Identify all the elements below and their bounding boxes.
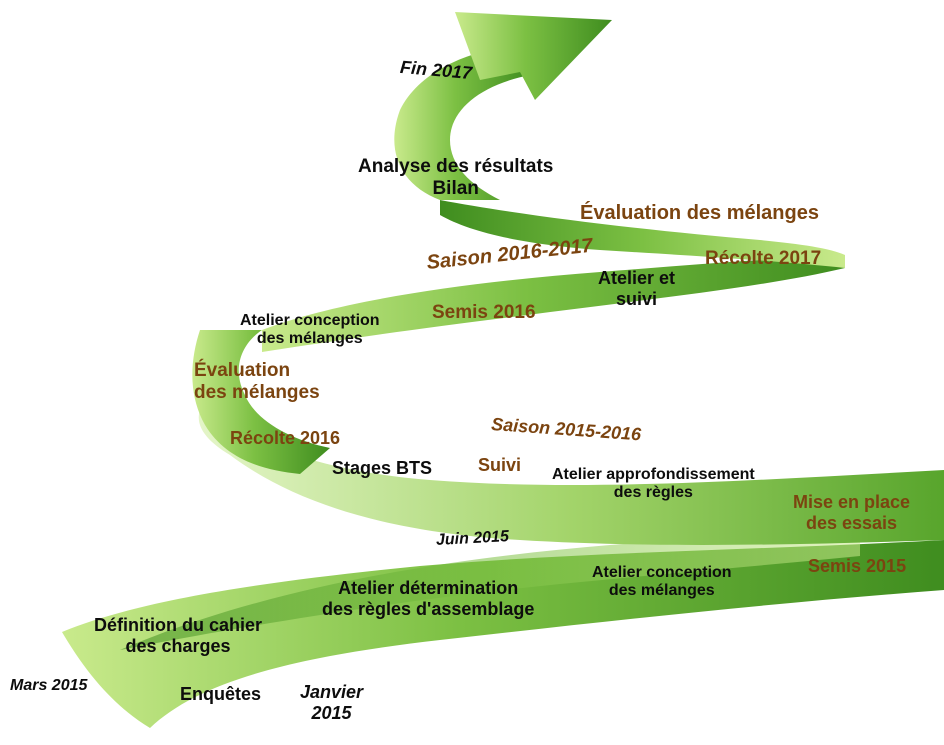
step-mise-en-place: Mise en place des essais xyxy=(793,492,910,533)
conception2-line1: Atelier conception xyxy=(240,312,380,329)
step-semis-2016: Semis 2016 xyxy=(432,302,536,323)
step-atelier-conception-1: Atelier conception des mélanges xyxy=(592,564,732,601)
ribbon-segment-6 xyxy=(440,200,845,268)
conception1-line1: Atelier conception xyxy=(592,564,732,581)
ribbon-segment-4 xyxy=(192,330,330,474)
evaluation1-line2: des mélanges xyxy=(194,381,320,403)
step-evaluation-1: Évaluation des mélanges xyxy=(194,360,320,404)
conception2-line2: des mélanges xyxy=(256,330,363,348)
step-evaluation-2: Évaluation des mélanges xyxy=(580,202,819,224)
step-suivi: Suivi xyxy=(478,455,522,475)
determination-line1: Atelier détermination xyxy=(338,578,519,598)
step-atelier-determination: Atelier détermination des règles d'assem… xyxy=(322,578,534,619)
determination-line2: des règles d'assemblage xyxy=(322,598,535,619)
milestone-juin-2015: Juin 2015 xyxy=(435,528,510,549)
conception1-line2: des mélanges xyxy=(608,582,715,600)
step-atelier-approfondissement: Atelier approfondissement des règles xyxy=(552,466,755,503)
step-semis-2015: Semis 2015 xyxy=(808,556,907,576)
approfondissement-line2: des règles xyxy=(613,484,693,502)
analyse-line2: Bilan xyxy=(432,177,479,199)
mise-en-place-line2: des essais xyxy=(805,512,898,533)
approfondissement-line1: Atelier approfondissement xyxy=(552,466,755,483)
ribbon-segment-7 xyxy=(394,45,530,200)
atelier-suivi-line1: Atelier et xyxy=(598,268,676,288)
cahier-line2: des charges xyxy=(125,635,231,656)
analyse-line1: Analyse des résultats xyxy=(358,156,554,177)
step-cahier-des-charges: Définition du cahier des charges xyxy=(94,615,262,656)
mise-en-place-line1: Mise en place xyxy=(793,492,911,512)
step-atelier-et-suivi: Atelier et suivi xyxy=(598,268,675,309)
ribbon-segment-2 xyxy=(120,528,860,650)
janvier-line1: Janvier xyxy=(300,682,364,702)
step-recolte-2017: Récolte 2017 xyxy=(705,248,822,269)
janvier-line2: 2015 xyxy=(311,702,352,723)
step-recolte-2016: Récolte 2016 xyxy=(230,428,341,448)
ribbon-segment-3 xyxy=(198,410,944,545)
step-enquetes: Enquêtes xyxy=(180,684,262,704)
evaluation1-line1: Évaluation xyxy=(194,360,291,381)
cahier-line1: Définition du cahier xyxy=(94,615,263,635)
step-stages-bts: Stages BTS xyxy=(332,458,433,478)
ribbon-segment-1 xyxy=(62,540,944,728)
ribbon-segment-5 xyxy=(262,255,845,352)
atelier-suivi-line2: suivi xyxy=(616,288,658,309)
milestone-janvier-2015: Janvier 2015 xyxy=(300,682,363,723)
step-atelier-conception-2: Atelier conception des mélanges xyxy=(240,312,380,349)
step-analyse-bilan: Analyse des résultats Bilan xyxy=(358,156,553,200)
arrow-head xyxy=(455,12,612,100)
milestone-mars-2015: Mars 2015 xyxy=(10,677,88,694)
